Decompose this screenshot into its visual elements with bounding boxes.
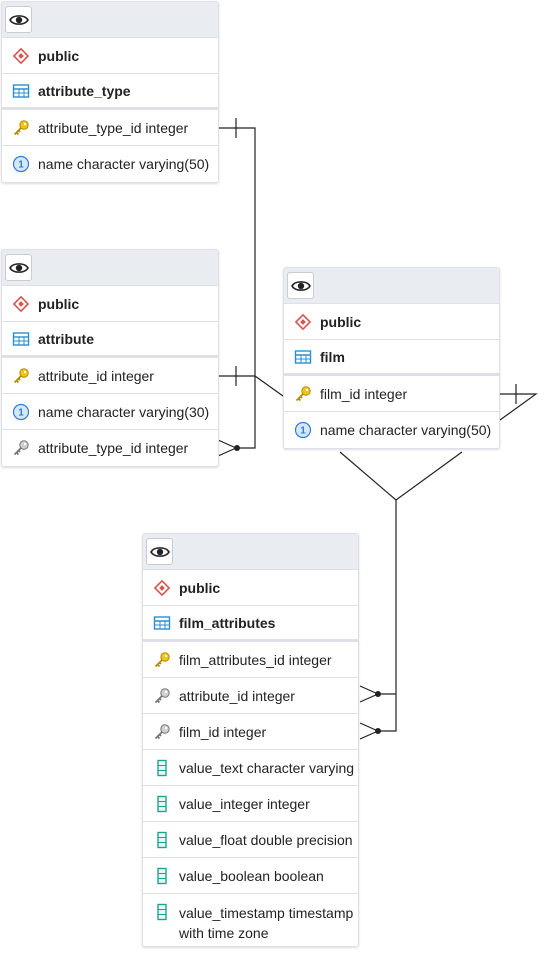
column-text: name character varying(30)	[38, 403, 210, 420]
svg-text:1: 1	[18, 407, 24, 418]
svg-text:1: 1	[18, 160, 24, 171]
table-header	[284, 268, 499, 304]
crowfoot-marker	[217, 447, 237, 457]
schema-icon	[12, 295, 30, 313]
column-row[interactable]: value_float double precision	[143, 822, 358, 858]
crowfoot-marker	[359, 722, 379, 732]
schema-row[interactable]: public	[284, 304, 499, 340]
column-text: value_boolean boolean	[179, 867, 324, 884]
not-null-icon: 1	[294, 421, 312, 439]
table-name-row[interactable]: film	[284, 340, 499, 376]
crowfoot-dot	[375, 728, 381, 734]
schema-row[interactable]: public	[2, 286, 218, 322]
link-attribute-type	[219, 127, 256, 449]
column-text: film_attributes_id integer	[179, 651, 332, 668]
schema-name: public	[38, 47, 80, 64]
primary-key-icon	[12, 367, 30, 385]
not-null-icon: 1	[12, 403, 30, 421]
table-icon	[294, 348, 312, 366]
table-header	[2, 250, 218, 286]
column-icon	[153, 867, 171, 885]
column-icon	[153, 831, 171, 849]
column-row[interactable]: attribute_id integer	[2, 358, 218, 394]
column-row[interactable]: attribute_type_id integer	[2, 110, 218, 146]
eye-icon[interactable]	[146, 538, 173, 565]
column-text: attribute_id integer	[38, 367, 154, 384]
column-row[interactable]: film_attributes_id integer	[143, 642, 358, 678]
table-icon	[153, 614, 171, 632]
crowfoot-marker	[359, 685, 379, 695]
column-text: attribute_id integer	[179, 687, 295, 704]
schema-name: public	[38, 295, 80, 312]
primary-key-icon	[294, 385, 312, 403]
table-attribute[interactable]: public attribute attribute_id integer 1 …	[1, 249, 219, 467]
column-icon	[153, 795, 171, 813]
not-null-icon: 1	[12, 155, 30, 173]
column-text: attribute_type_id integer	[38, 440, 189, 456]
table-name: film	[320, 348, 345, 365]
column-text: value_integer integer	[179, 795, 310, 812]
column-icon	[153, 759, 171, 777]
column-row[interactable]: 1 name character varying(50)	[284, 412, 499, 448]
column-row[interactable]: attribute_id integer	[143, 678, 358, 714]
schema-name: public	[320, 313, 362, 330]
column-row[interactable]: value_boolean boolean	[143, 858, 358, 894]
table-icon	[12, 330, 30, 348]
crowfoot-marker	[359, 693, 379, 703]
table-header	[2, 2, 218, 38]
schema-row[interactable]: public	[2, 38, 218, 74]
column-text: value_text character varying	[179, 759, 355, 776]
column-row[interactable]: value_timestamp timestamp with time zone	[143, 894, 358, 946]
table-film-attributes[interactable]: public film_attributes film_attributes_i…	[142, 533, 359, 947]
table-name: attribute_type	[38, 82, 131, 99]
foreign-key-icon	[153, 687, 171, 705]
link-film-right	[499, 393, 538, 421]
table-name: attribute	[38, 330, 94, 347]
table-attribute-type[interactable]: public attribute_type attribute_type_id …	[1, 1, 219, 183]
column-text: value_float double precision	[179, 831, 353, 848]
foreign-key-icon	[12, 439, 30, 457]
crowfoot-dot	[375, 691, 381, 697]
table-film[interactable]: public film film_id integer 1 name chara…	[283, 267, 500, 449]
schema-icon	[294, 313, 312, 331]
column-row[interactable]: value_text character varying	[143, 750, 358, 786]
primary-key-icon	[12, 119, 30, 137]
foreign-key-icon	[153, 723, 171, 741]
link-attribute-film-attributes	[219, 375, 284, 397]
column-row[interactable]: film_id integer	[284, 376, 499, 412]
table-name: film_attributes	[179, 614, 276, 631]
schema-name: public	[179, 579, 221, 596]
eye-icon[interactable]	[287, 272, 314, 299]
table-name-row[interactable]: attribute_type	[2, 74, 218, 110]
eye-icon[interactable]	[5, 6, 32, 33]
svg-text:1: 1	[300, 426, 306, 437]
column-text: name character varying(50)	[38, 156, 210, 172]
column-text: film_id integer	[179, 723, 267, 740]
column-row[interactable]: attribute_type_id integer	[2, 430, 218, 466]
schema-icon	[153, 579, 171, 597]
column-row[interactable]: film_id integer	[143, 714, 358, 750]
column-text: attribute_type_id integer	[38, 119, 189, 136]
table-name-row[interactable]: attribute	[2, 322, 218, 358]
column-row[interactable]: value_integer integer	[143, 786, 358, 822]
crowfoot-marker	[359, 730, 379, 740]
column-row[interactable]: 1 name character varying(30)	[2, 394, 218, 430]
column-text: name character varying(50)	[320, 422, 492, 438]
primary-key-icon	[153, 651, 171, 669]
schema-icon	[12, 47, 30, 65]
column-text: film_id integer	[320, 385, 408, 402]
schema-row[interactable]: public	[143, 570, 358, 606]
column-text: value_timestamp timestamp with time zone	[179, 905, 354, 941]
table-icon	[12, 82, 30, 100]
column-row[interactable]: 1 name character varying(50)	[2, 146, 218, 182]
eye-icon[interactable]	[5, 254, 32, 281]
table-name-row[interactable]: film_attributes	[143, 606, 358, 642]
column-icon	[153, 903, 171, 921]
crowfoot-marker	[217, 439, 237, 449]
table-header	[143, 534, 358, 570]
crowfoot-dot	[234, 445, 240, 451]
